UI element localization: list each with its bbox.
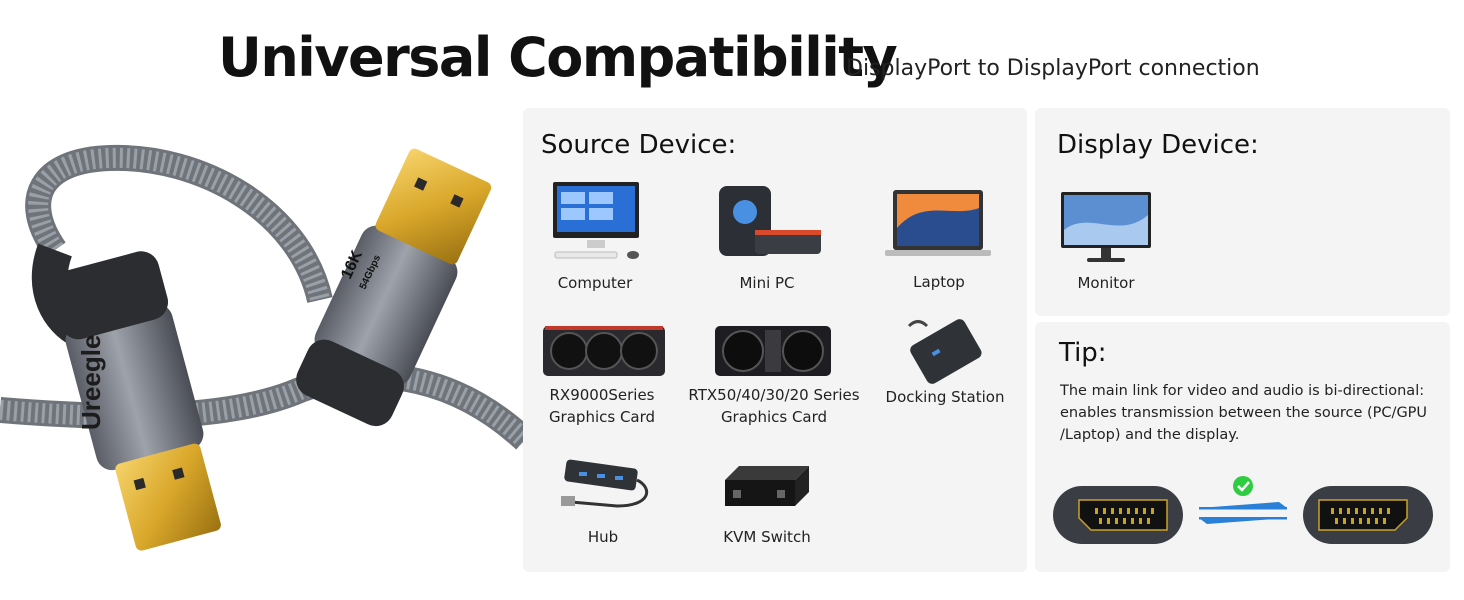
docking-station-icon xyxy=(907,319,982,384)
display-panel-title: Display Device: xyxy=(1057,130,1259,160)
dp-port-right-icon xyxy=(1303,486,1433,544)
source-panel-title: Source Device: xyxy=(541,130,737,160)
device-label-rx9000-line2: Graphics Card xyxy=(548,408,656,426)
dp-port-left-icon xyxy=(1053,486,1183,544)
graphics-card-icon xyxy=(715,326,831,376)
check-circle-icon xyxy=(1233,476,1253,496)
device-label-mini-pc: Mini PC xyxy=(739,274,795,292)
device-label-laptop: Laptop xyxy=(913,273,965,291)
cable-illustration: Ureegle 16K 54Gbps xyxy=(0,120,534,574)
bidirectional-arrows-icon xyxy=(1199,502,1287,524)
device-label-rtx-line2: Graphics Card xyxy=(720,408,828,426)
monitor-icon xyxy=(1061,192,1151,262)
computer-icon xyxy=(553,182,639,259)
graphics-card-icon xyxy=(543,326,665,376)
device-label-hub: Hub xyxy=(587,528,619,546)
tip-title: Tip: xyxy=(1059,338,1107,368)
device-label-rx9000: RX9000Series Graphics Card xyxy=(539,384,665,428)
tip-panel: Tip: The main link for video and audio i… xyxy=(1035,322,1450,572)
device-label-rtx: RTX50/40/30/20 Series Graphics Card xyxy=(683,384,865,428)
device-label-docking-station: Docking Station xyxy=(885,388,1005,406)
usb-hub-icon xyxy=(561,459,648,508)
source-device-panel: Source Device: Computer Mini PC Laptop R… xyxy=(523,108,1027,572)
connection-diagram xyxy=(1053,476,1433,544)
tip-text: The main link for video and audio is bi-… xyxy=(1060,383,1428,443)
display-device-panel: Display Device: Monitor xyxy=(1035,108,1450,316)
kvm-switch-icon xyxy=(725,466,809,506)
page-subtitle: DisplayPort to DisplayPort connection xyxy=(846,56,1260,81)
brand-text: Ureegle xyxy=(76,335,106,430)
page-title: Universal Compatibility xyxy=(218,26,898,89)
device-label-monitor: Monitor xyxy=(1077,274,1135,292)
device-label-rx9000-line1: RX9000Series xyxy=(549,386,655,404)
device-label-kvm-switch: KVM Switch xyxy=(723,528,811,546)
laptop-icon xyxy=(885,190,991,256)
device-label-rtx-line1: RTX50/40/30/20 Series xyxy=(688,386,860,404)
device-label-computer: Computer xyxy=(557,274,633,292)
mini-pc-icon xyxy=(719,186,821,256)
